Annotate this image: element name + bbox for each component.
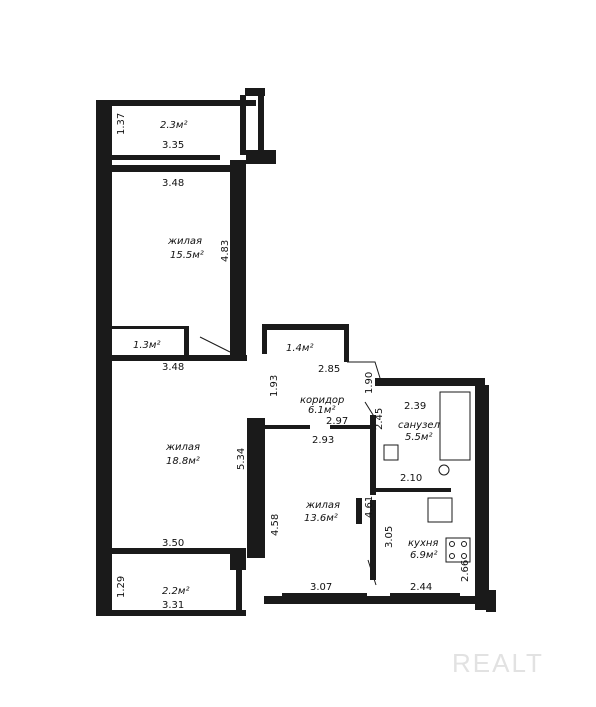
stove-burner-3	[449, 553, 455, 559]
dim-2-45: 2.45	[374, 408, 385, 430]
dim-5-34: 5.34	[236, 448, 247, 470]
wall-top-right	[258, 90, 264, 156]
storage-left-side	[184, 326, 189, 356]
stove-burner-2	[461, 541, 467, 547]
bathroom-name: санузел	[398, 420, 441, 431]
dim-2-44: 2.44	[410, 582, 432, 593]
stove	[445, 537, 471, 563]
living-top-area: 15.5м²	[170, 250, 204, 261]
dim-2-97: 2.97	[326, 416, 348, 427]
dim-1-37: 1.37	[116, 113, 127, 135]
dim-3-07: 3.07	[310, 582, 332, 593]
dim-4-83: 4.83	[220, 240, 231, 262]
wall-left-exterior	[96, 100, 112, 615]
balcony-bottom-base	[96, 610, 246, 616]
stove-burner-4	[461, 553, 467, 559]
kitchen-name: кухня	[408, 538, 438, 549]
storage-right-side	[344, 324, 349, 362]
stove-burner-1	[449, 541, 455, 547]
dim-2-39: 2.39	[404, 401, 426, 412]
wall-between-living	[112, 355, 247, 361]
door-swing-kitchen	[367, 559, 377, 586]
wall-corridor-partition2	[330, 425, 370, 429]
wall-top-right-upper	[245, 88, 265, 96]
balcony-bottom-side	[236, 562, 242, 616]
exterior-bottom-right	[486, 590, 496, 612]
storage-left-area: 1.3м²	[133, 340, 160, 351]
balcony-top-wall	[96, 100, 256, 106]
dim-2-10: 2.10	[400, 473, 422, 484]
toilet	[438, 464, 450, 476]
pillar-mid	[356, 498, 362, 524]
watermark: REALT	[452, 648, 544, 678]
window-top	[112, 155, 220, 160]
wall-bottom-right-room	[264, 596, 479, 604]
dim-4-58: 4.58	[270, 514, 281, 536]
dim-3-48-top: 3.48	[162, 178, 184, 189]
dim-2-66: 2.66	[460, 560, 471, 582]
dim-4-61: 4.61	[364, 496, 375, 518]
storage-right-area: 1.4м²	[286, 343, 313, 354]
storage-left-top	[112, 326, 187, 329]
corridor-area: 6.1м²	[308, 405, 335, 416]
corridor-name: коридор	[300, 395, 344, 406]
storage-right-left	[262, 324, 267, 354]
wall-bath-bottom	[376, 488, 451, 492]
bathtub	[439, 391, 471, 461]
balcony-top-parapet	[240, 95, 246, 155]
dim-2-85: 2.85	[318, 364, 340, 375]
balcony-bottom-area: 2.2м²	[162, 586, 189, 597]
living-top-name: жилая	[167, 236, 202, 247]
wall-kitchen-top	[375, 378, 485, 386]
dim-3-05: 3.05	[384, 526, 395, 548]
living-mid-name: жилая	[165, 442, 200, 453]
window-top-frame	[112, 165, 230, 172]
window-bottom-right	[282, 593, 367, 598]
balcony-top-area: 2.3м²	[160, 120, 187, 131]
bathroom-area: 5.5м²	[405, 432, 432, 443]
wall-bath-left	[370, 415, 376, 495]
storage-right-top	[262, 324, 347, 330]
wall-kitchen-left	[370, 500, 376, 580]
wall-mid-room-right	[247, 418, 265, 558]
door-swing-top	[199, 336, 231, 353]
dim-1-93: 1.93	[269, 375, 280, 397]
dim-3-31: 3.31	[162, 600, 184, 611]
wall-top-room-right	[230, 160, 246, 355]
kitchen-counter	[427, 497, 453, 523]
dim-3-35: 3.35	[162, 140, 184, 151]
door-swing-bath	[364, 401, 376, 419]
dim-3-50: 3.50	[162, 538, 184, 549]
dim-1-29: 1.29	[116, 576, 127, 598]
door-swing-corridor	[347, 361, 381, 379]
dim-2-93: 2.93	[312, 435, 334, 446]
wall-notch	[246, 150, 276, 164]
living-right-name: жилая	[305, 500, 340, 511]
sink	[383, 444, 399, 461]
window-kitchen	[390, 593, 460, 598]
wall-corridor-partition	[265, 425, 310, 429]
living-right-area: 13.6м²	[304, 513, 338, 524]
living-mid-area: 18.8м²	[166, 456, 200, 467]
dim-1-90: 1.90	[364, 372, 375, 394]
kitchen-area: 6.9м²	[410, 550, 437, 561]
window-mid	[112, 548, 232, 554]
dim-3-48-mid: 3.48	[162, 362, 184, 373]
wall-right-exterior	[475, 385, 489, 610]
